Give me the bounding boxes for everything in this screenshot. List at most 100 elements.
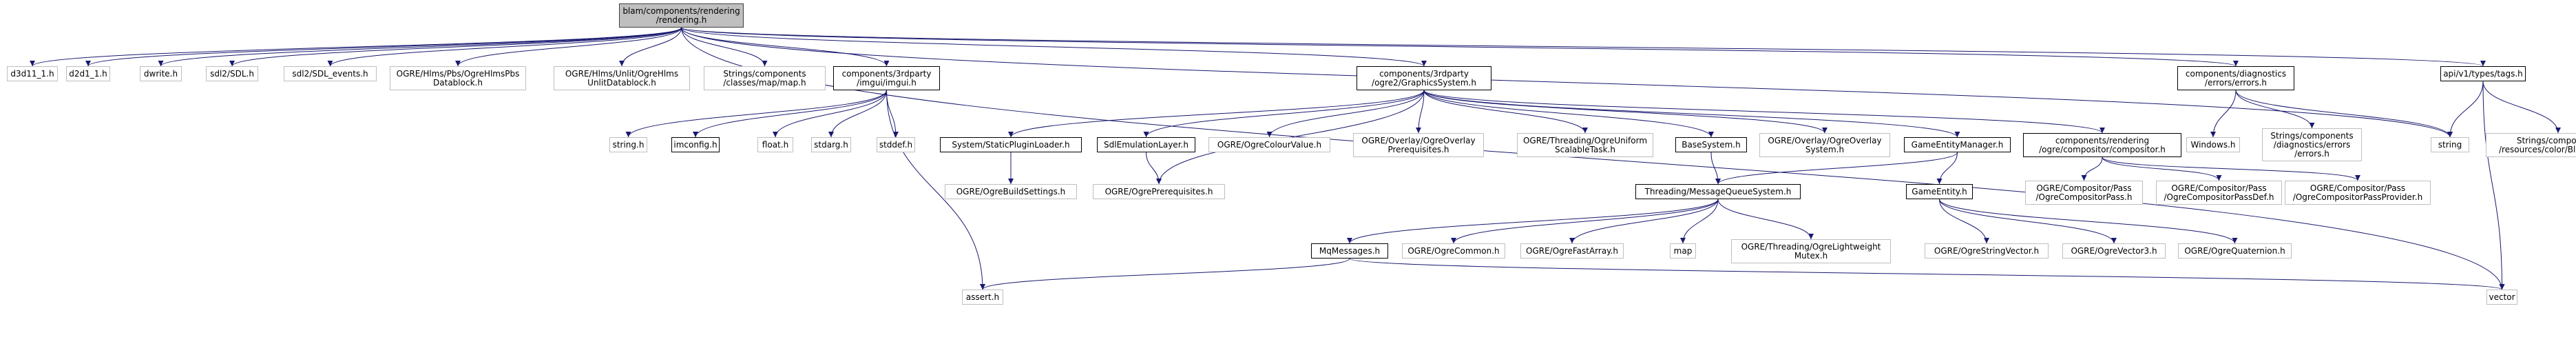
edge-gfxsys-to-uniform <box>1423 90 1588 134</box>
edge-root-to-gfxsys <box>681 27 1427 67</box>
edge-gfxsys-to-compositor <box>1423 90 2105 134</box>
node-string_i: string.h <box>609 137 647 152</box>
edge-tags-to-vector <box>2482 81 2505 290</box>
edge-gentity-to-vec3 <box>1939 199 2117 244</box>
edge-root-to-unlit <box>619 27 682 67</box>
node-gentity[interactable]: GameEntity.h <box>1906 184 1973 199</box>
node-mqsys[interactable]: Threading/MessageQueueSystem.h <box>1635 184 1801 199</box>
edge-root-to-dwrite <box>158 27 682 67</box>
edge-root-to-diag <box>681 27 2239 67</box>
edge-mqsys-to-map <box>1680 199 1719 244</box>
edge-compositor-to-cpass <box>2081 156 2103 181</box>
edge-compositor-to-cpassdef <box>2102 156 2222 181</box>
node-compositor[interactable]: components/rendering /ogre/compositor/co… <box>2023 133 2181 157</box>
node-sdlev: sdl2/SDL_events.h <box>284 66 377 81</box>
node-colour: OGRE/OgreColourValue.h <box>1208 137 1330 152</box>
edge-mqsys-to-mqmsg <box>1347 199 1719 244</box>
node-common: OGRE/OgreCommon.h <box>1402 243 1505 259</box>
node-cpassdef: OGRE/Compositor/Pass /OgreCompositorPass… <box>2156 181 2282 205</box>
node-cpassprov: OGRE/Compositor/Pass /OgreCompositorPass… <box>2285 181 2431 205</box>
node-imconfig[interactable]: imconfig.h <box>671 137 720 152</box>
edge-imgui-to-imconfig <box>693 90 887 138</box>
node-ovprereq: OGRE/Overlay/OgreOverlay Prerequisites.h <box>1353 133 1484 157</box>
edge-root-to-sdlev <box>327 27 682 67</box>
node-dwrite: dwrite.h <box>140 66 182 81</box>
edge-gfxsys-to-sdlemu <box>1143 90 1425 138</box>
node-diag[interactable]: components/diagnostics /errors/errors.h <box>2177 66 2294 90</box>
node-string: string <box>2431 137 2469 152</box>
node-lwmutex: OGRE/Threading/OgreLightweight Mutex.h <box>1731 239 1891 263</box>
node-imgui[interactable]: components/3rdparty /imgui/imgui.h <box>833 66 940 90</box>
node-map: map <box>1670 243 1696 259</box>
edge-gem-to-gentity <box>1936 152 1958 185</box>
edge-imgui-to-float <box>773 90 887 138</box>
edge-sdlemu-to-prereq <box>1146 152 1162 185</box>
node-assert: assert.h <box>962 290 1003 305</box>
node-d3d11: d3d11_1.h <box>7 66 58 81</box>
edge-tags-to-blamcolor <box>2482 81 2561 134</box>
edge-mqmsg-to-assert <box>980 258 1350 290</box>
edge-gentity-to-quat <box>1939 199 2238 244</box>
edge-gem-to-mqsys <box>1715 152 1958 185</box>
edge-gfxsys-to-ovprereq <box>1416 90 1425 134</box>
edge-root-to-imgui <box>681 27 890 67</box>
node-vec3: OGRE/OgreVector3.h <box>2062 243 2166 259</box>
node-stddef: stddef.h <box>877 137 915 152</box>
node-quat: OGRE/OgreQuaternion.h <box>2178 243 2292 259</box>
edge-root-to-tags <box>681 27 2486 67</box>
node-sdl2: sdl2/SDL.h <box>206 66 258 81</box>
edge-gfxsys-to-bsys <box>1423 90 1714 138</box>
edge-mqsys-to-common <box>1451 199 1719 244</box>
node-buildset: OGRE/OgreBuildSettings.h <box>945 184 1077 199</box>
node-strvec: OGRE/OgreStringVector.h <box>1925 243 2049 259</box>
node-d2d1: d2d1_1.h <box>66 66 110 81</box>
node-strmap: Strings/components /classes/map/map.h <box>704 66 826 90</box>
edge-root-to-strmap <box>681 27 768 67</box>
edge-gentity-to-strvec <box>1939 199 1989 244</box>
node-tags[interactable]: api/v1/types/tags.h <box>2440 66 2526 81</box>
edge-diag-to-strerr <box>2235 90 2315 129</box>
edge-imgui-to-string_i <box>625 90 887 138</box>
edge-gfxsys-to-gem <box>1423 90 1960 138</box>
edge-compositor-to-cpassprov <box>2102 156 2360 181</box>
edge-bsys-to-mqsys <box>1710 152 1721 185</box>
node-spl[interactable]: System/StaticPluginLoader.h <box>940 137 1082 152</box>
edge-root-to-d2d1 <box>85 27 682 67</box>
node-vector: vector <box>2486 290 2517 305</box>
node-unlit: OGRE/Hlms/Unlit/OgreHlms UnlitDatablock.… <box>554 66 690 90</box>
node-gem[interactable]: GameEntityManager.h <box>1904 137 2011 152</box>
node-strerr: Strings/components /diagnostics/errors /… <box>2262 128 2362 161</box>
node-float: float.h <box>757 137 793 152</box>
node-gfxsys[interactable]: components/3rdparty /ogre2/GraphicsSyste… <box>1357 66 1491 90</box>
edge-mqsys-to-fastarr <box>1569 199 1719 244</box>
node-blamcolor: Strings/components /resources/color/Blam… <box>2486 133 2576 157</box>
node-ovsys: OGRE/Overlay/OgreOverlay System.h <box>1759 133 1890 157</box>
edge-tags-to-string <box>2447 81 2484 138</box>
node-stdarg: stdarg.h <box>811 137 851 152</box>
edge-root-to-string <box>681 27 2453 138</box>
node-prereq: OGRE/OgrePrerequisites.h <box>1093 184 1225 199</box>
edge-mqmsg-to-vector <box>1349 258 2504 290</box>
node-windows: Windows.h <box>2186 137 2240 152</box>
edge-gfxsys-to-spl <box>1008 90 1425 138</box>
edge-imgui-to-stddef <box>886 90 899 138</box>
node-mqmsg[interactable]: MqMessages.h <box>1311 243 1388 259</box>
edge-root-to-pbs <box>455 27 682 67</box>
node-root[interactable]: blam/components/rendering /rendering.h <box>619 3 744 28</box>
edge-imgui-to-assert <box>886 90 985 290</box>
edge-mqsys-to-lwmutex <box>1717 199 1814 240</box>
node-bsys[interactable]: BaseSystem.h <box>1675 137 1747 152</box>
node-pbs: OGRE/Hlms/Pbs/OgreHlmsPbs Datablock.h <box>390 66 526 90</box>
edge-root-to-d3d11 <box>30 27 682 67</box>
edge-root-to-sdl2 <box>229 27 682 67</box>
edge-gfxsys-to-ovsys <box>1423 90 1828 134</box>
node-uniform: OGRE/Threading/OgreUniform ScalableTask.… <box>1517 133 1653 157</box>
node-sdlemu[interactable]: SdlEmulationLayer.h <box>1097 137 1195 152</box>
node-fastarr: OGRE/OgreFastArray.h <box>1520 243 1624 259</box>
edge-imgui-to-stdarg <box>828 90 887 138</box>
node-cpass: OGRE/Compositor/Pass /OgreCompositorPass… <box>2025 181 2143 205</box>
edge-diag-to-windows <box>2210 90 2237 138</box>
edge-diag-to-string <box>2235 90 2453 138</box>
